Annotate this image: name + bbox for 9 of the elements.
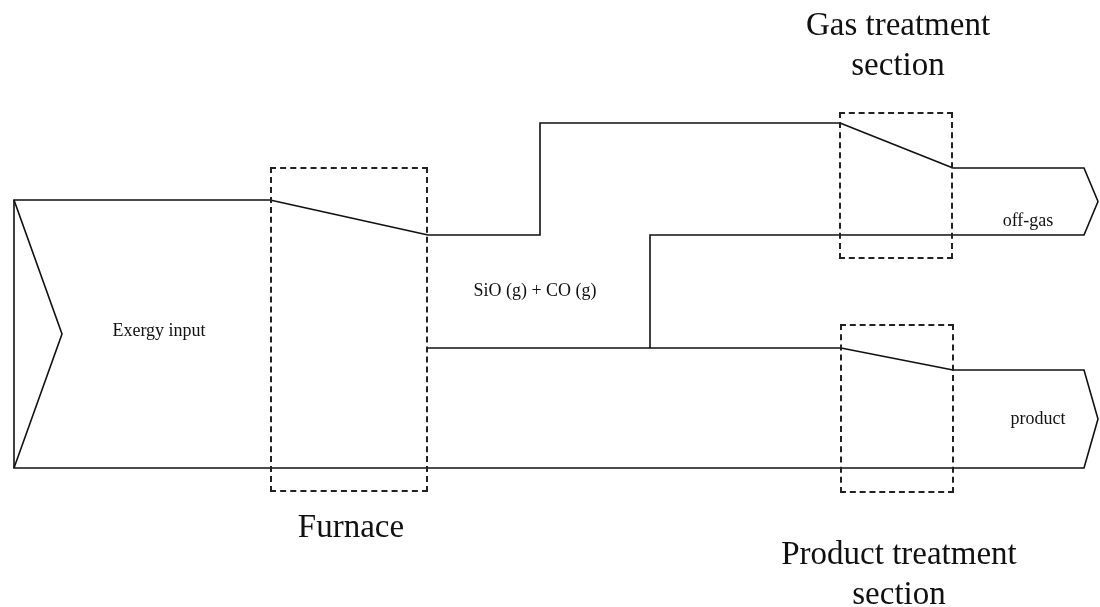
flow-label: Exergy input xyxy=(111,320,207,342)
section-heading: Furnace xyxy=(296,507,406,546)
section-heading: Product treatment section xyxy=(780,534,1018,607)
section-heading: Gas treatment section xyxy=(804,5,992,85)
flow-label: product xyxy=(1009,408,1067,430)
flow-band xyxy=(427,122,840,349)
flow-band xyxy=(427,347,841,469)
edge-label: SiO (g) + CO (g) xyxy=(473,279,597,301)
flow-label: off-gas xyxy=(1001,210,1055,232)
